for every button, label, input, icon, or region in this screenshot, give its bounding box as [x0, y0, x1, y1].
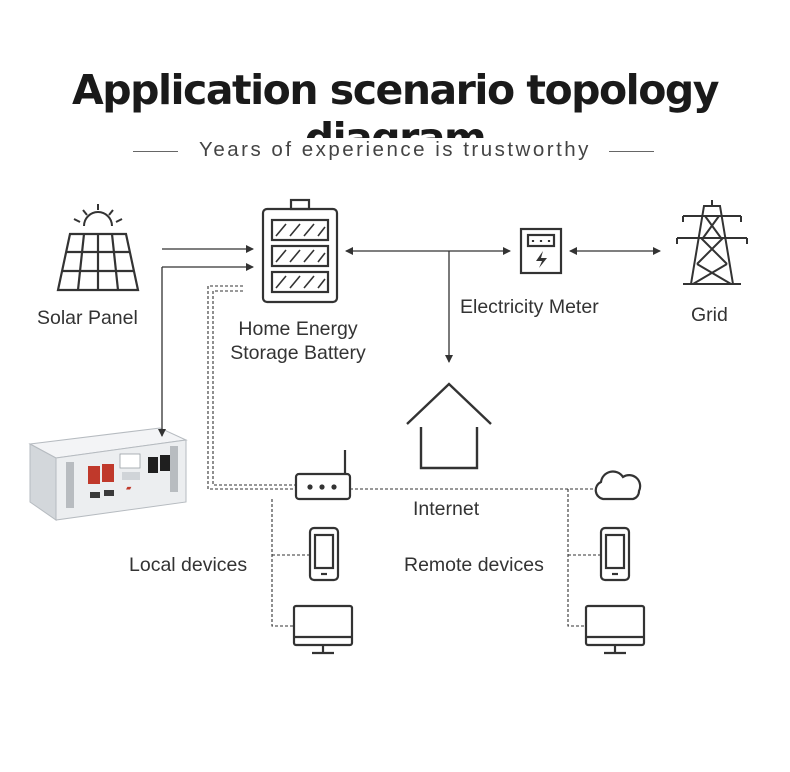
grid-label: Grid [691, 304, 728, 326]
battery-router-link [207, 285, 296, 490]
electricity-meter-icon [519, 227, 563, 275]
router-icon [294, 450, 352, 501]
solar-panel-icon [56, 232, 140, 292]
phone-icon [599, 526, 631, 582]
battery-label-line1: Home Energy [238, 318, 358, 340]
local-monitor-link [271, 499, 294, 627]
power-tower-icon [676, 200, 748, 285]
battery-module-image: ▰ [28, 427, 188, 521]
internet-label: Internet [413, 498, 480, 520]
electricity-meter-label: Electricity Meter [460, 296, 599, 318]
battery-icon [261, 198, 339, 304]
subtitle-rule-right [609, 151, 654, 152]
remote-devices-label: Remote devices [404, 554, 544, 576]
cloud-icon [594, 470, 642, 501]
solar-panel-label: Solar Panel [37, 307, 138, 329]
remote-monitor-link [567, 489, 586, 627]
sun-icon [73, 204, 123, 227]
page-subtitle: Years of experience is trustworthy [195, 138, 595, 162]
svg-text:▰: ▰ [126, 484, 132, 492]
local-devices-label: Local devices [129, 554, 248, 576]
phone-icon [308, 526, 340, 582]
battery-router-link-inner [212, 290, 296, 486]
monitor-icon [584, 604, 646, 655]
house-icon [406, 382, 492, 470]
subtitle-rule-left [133, 151, 178, 152]
monitor-icon [292, 604, 354, 655]
battery-label-line2: Storage Battery [230, 342, 366, 364]
